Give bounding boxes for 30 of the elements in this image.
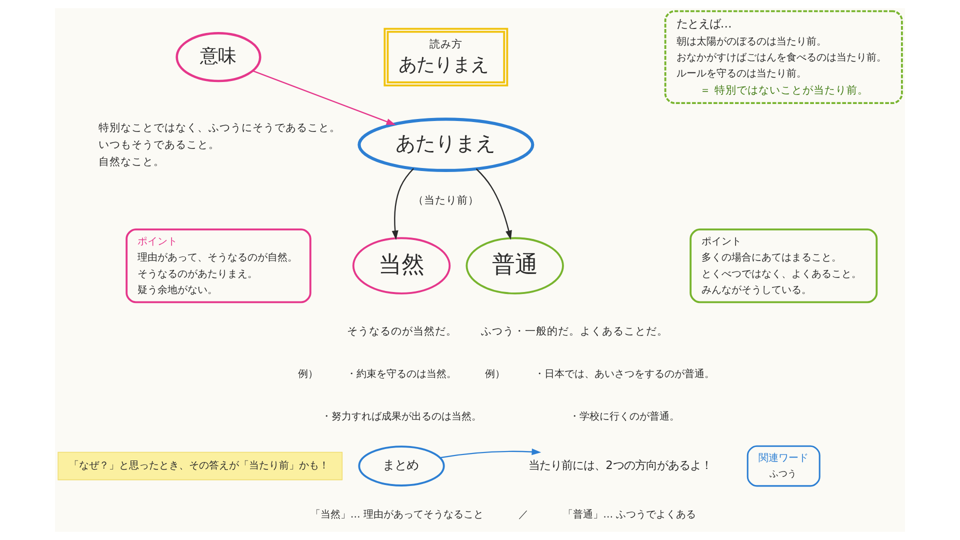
node-box: 「なぜ？」と思ったとき、その答えが「当たり前」かも！ <box>58 452 343 480</box>
node-label: （当たり前） <box>412 194 479 207</box>
label: 「普通」… ふつうでよくある <box>563 510 696 521</box>
label: ・約束を守るのは当然。 <box>346 368 457 380</box>
node-ellipse: 当然 <box>352 237 451 294</box>
label: 例） <box>298 368 318 380</box>
node-label: ふつう・一般的だ。よくあることだ。 <box>481 324 668 338</box>
node-box: 読み方 あたりまえ <box>384 28 508 86</box>
label: ・努力すれば成果が出るのは当然。 <box>322 412 482 423</box>
node-ellipse: まとめ <box>358 446 445 486</box>
arrow <box>252 70 396 126</box>
node-text: 当たり前には、2つの方向があるよ！ <box>528 458 712 472</box>
label: ／ <box>518 510 528 521</box>
label: ・日本では、あいさつをするのが普通。 <box>534 368 714 380</box>
node-box: ポイント 理由があって、そうなるのが自然。 そうなるのがあたりまえ。 疑う余地がない。 <box>126 228 312 304</box>
node-box: 関連ワード ふつう <box>746 445 820 487</box>
node-box: ポイント 多くの場合にあてはまること。 とくべつではなく、よくあること。 みんながそうしている。 <box>690 228 878 304</box>
arrow <box>440 448 542 458</box>
node-box: たとえば… 朝は太陽がのぼるのは当たり前。 おなかがすけばごはんを食べるのは当たり前。 ルールを守るのは当たり前。 ＝ 特別ではないことが当たり前。 <box>664 10 903 104</box>
node-label: 自然なこと。 <box>98 154 164 168</box>
node-ellipse: 普通 <box>466 237 564 294</box>
label: 例） <box>484 368 505 380</box>
node-ellipse: 意味 <box>176 32 262 82</box>
arrow <box>476 168 512 240</box>
node-label: 特別なことではなく、ふつうにそうであること。 <box>98 121 340 134</box>
arrow <box>392 168 414 240</box>
label: 「当然」… 理由があってそうなること <box>310 510 484 521</box>
node-label: そうなるのが当然だ。 <box>347 324 458 338</box>
label: ・学校に行くのが普通。 <box>569 412 680 423</box>
node-label: いつもそうであること。 <box>98 138 220 152</box>
